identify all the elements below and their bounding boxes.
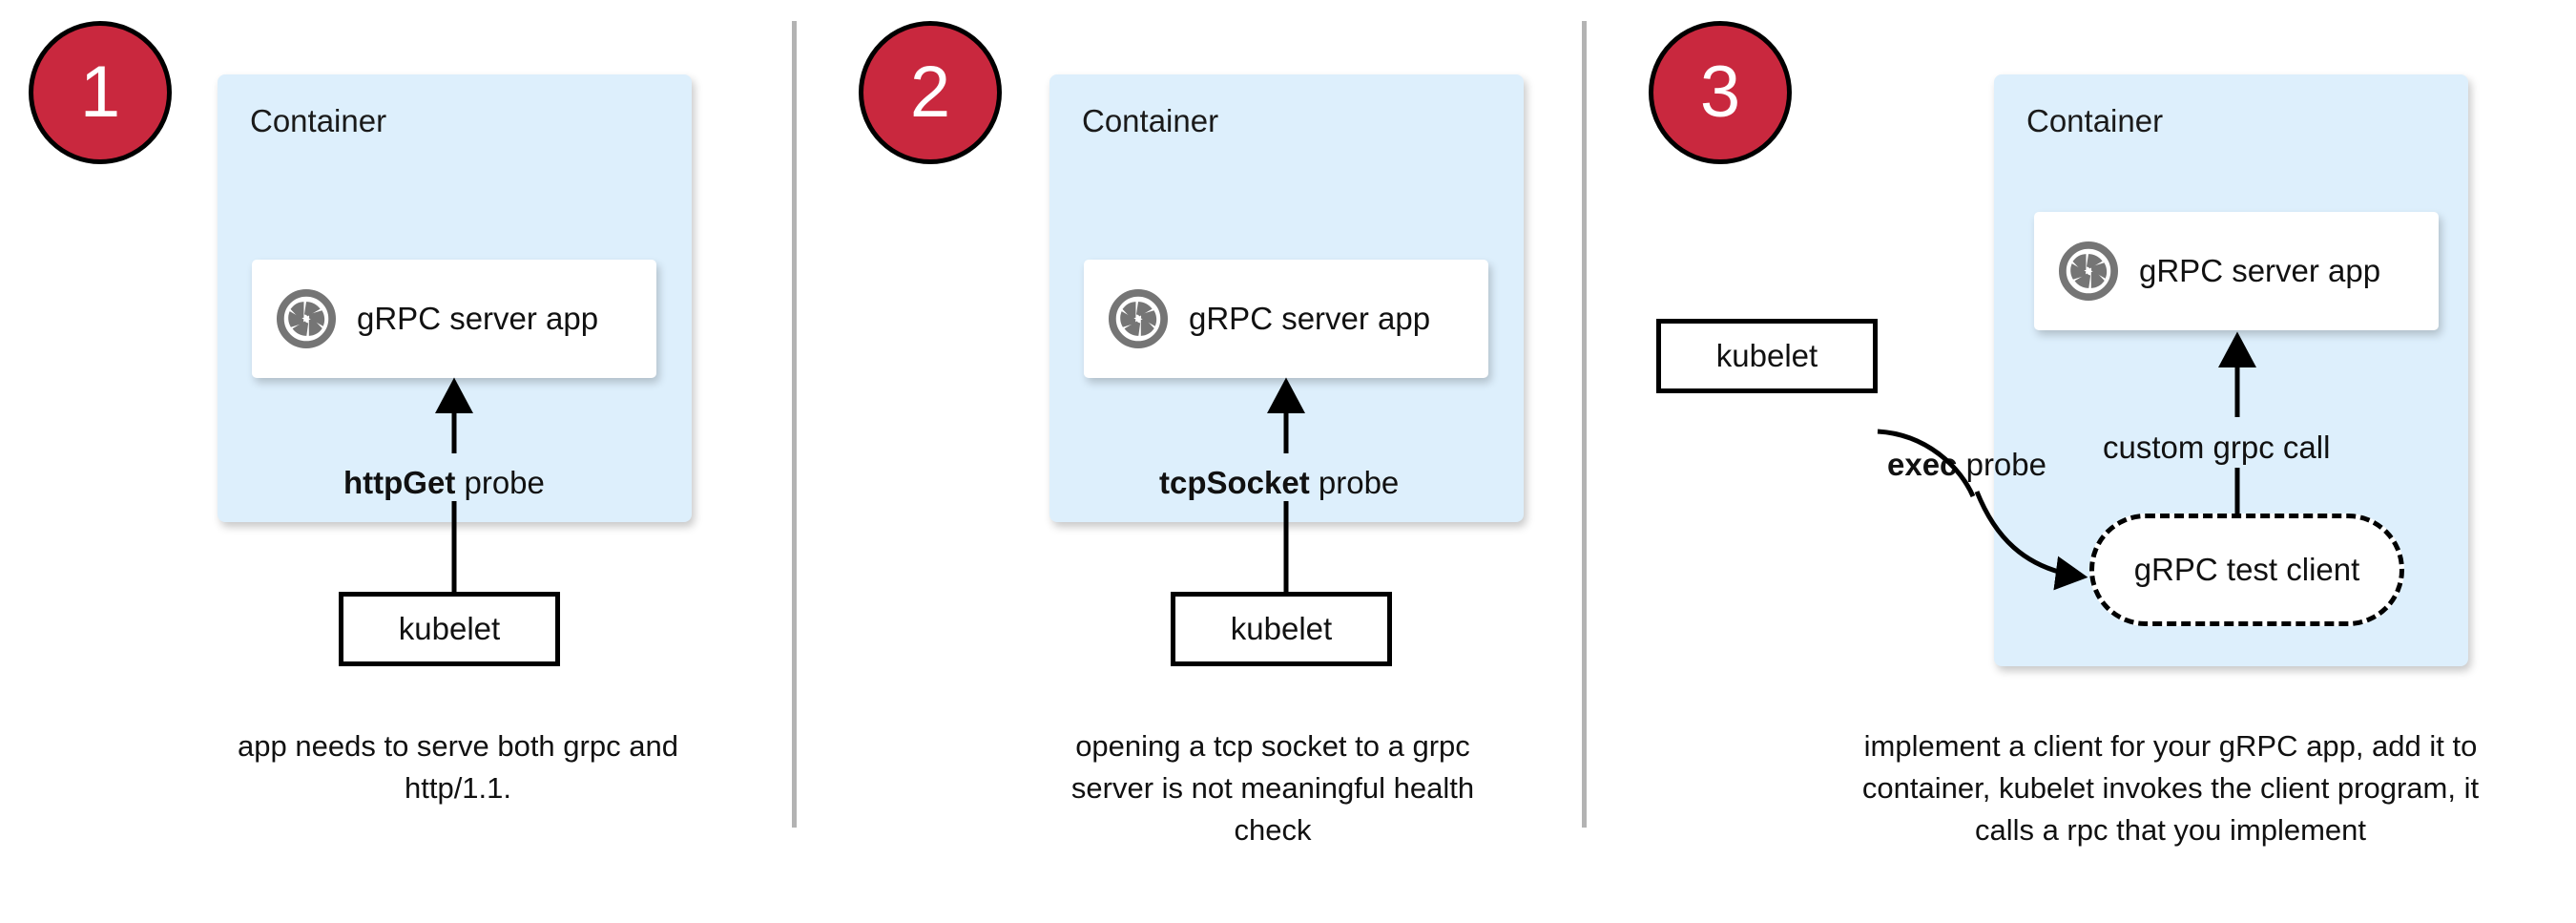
- step-badge-3: 3: [1649, 21, 1792, 164]
- panel-caption-1: app needs to serve both grpc and http/1.…: [238, 729, 678, 806]
- grpc-test-client-node: gRPC test client: [2089, 514, 2404, 626]
- kubelet-label: kubelet: [398, 611, 501, 646]
- httpget-probe-label: httpGet probe: [343, 465, 545, 501]
- panel-caption-2: opening a tcp socket to a grpc server is…: [1070, 729, 1475, 848]
- step-badge-number: 3: [1699, 52, 1741, 133]
- probe-word: probe: [455, 465, 545, 500]
- step-badge-1: 1: [29, 21, 172, 164]
- grpc-server-app-card-2: gRPC server app: [1084, 260, 1488, 378]
- container-label: Container: [1082, 103, 1219, 138]
- kubelet-label: kubelet: [1715, 338, 1818, 373]
- probe-type-bold: tcpSocket: [1159, 465, 1310, 500]
- grpc-server-app-label: gRPC server app: [1189, 301, 1431, 336]
- grpc-server-app-label: gRPC server app: [2139, 253, 2381, 288]
- grpc-server-app-label: gRPC server app: [357, 301, 599, 336]
- kubelet-box-3: kubelet: [1656, 319, 1878, 393]
- kubelet-box-2: kubelet: [1171, 592, 1392, 666]
- grpc-aperture-icon: [2059, 241, 2118, 301]
- probe-type-bold: exec: [1887, 447, 1958, 482]
- container-label: Container: [250, 103, 387, 138]
- panel-caption-3: implement a client for your gRPC app, ad…: [1861, 729, 2480, 848]
- probe-word: probe: [1309, 465, 1400, 500]
- tcpsocket-probe-label: tcpSocket probe: [1159, 465, 1399, 501]
- kubelet-label: kubelet: [1230, 611, 1333, 646]
- step-badge-number: 2: [909, 52, 951, 133]
- kubelet-box-1: kubelet: [339, 592, 560, 666]
- step-badge-2: 2: [859, 21, 1002, 164]
- panel-divider-2: [1582, 21, 1587, 828]
- probe-word: probe: [1957, 447, 2046, 482]
- grpc-server-app-card-3: gRPC server app: [2034, 212, 2439, 330]
- probe-type-bold: httpGet: [343, 465, 456, 500]
- panel-divider-1: [792, 21, 797, 828]
- custom-grpc-call-label: custom grpc call: [2103, 430, 2330, 466]
- grpc-test-client-label: gRPC test client: [2133, 552, 2360, 587]
- step-badge-number: 1: [79, 52, 121, 133]
- call-label-text: custom grpc call: [2103, 430, 2331, 465]
- grpc-aperture-icon: [277, 289, 336, 348]
- container-label: Container: [2026, 103, 2164, 138]
- grpc-server-app-card-1: gRPC server app: [252, 260, 656, 378]
- exec-probe-label: exec probe: [1887, 447, 2046, 483]
- grpc-aperture-icon: [1109, 289, 1168, 348]
